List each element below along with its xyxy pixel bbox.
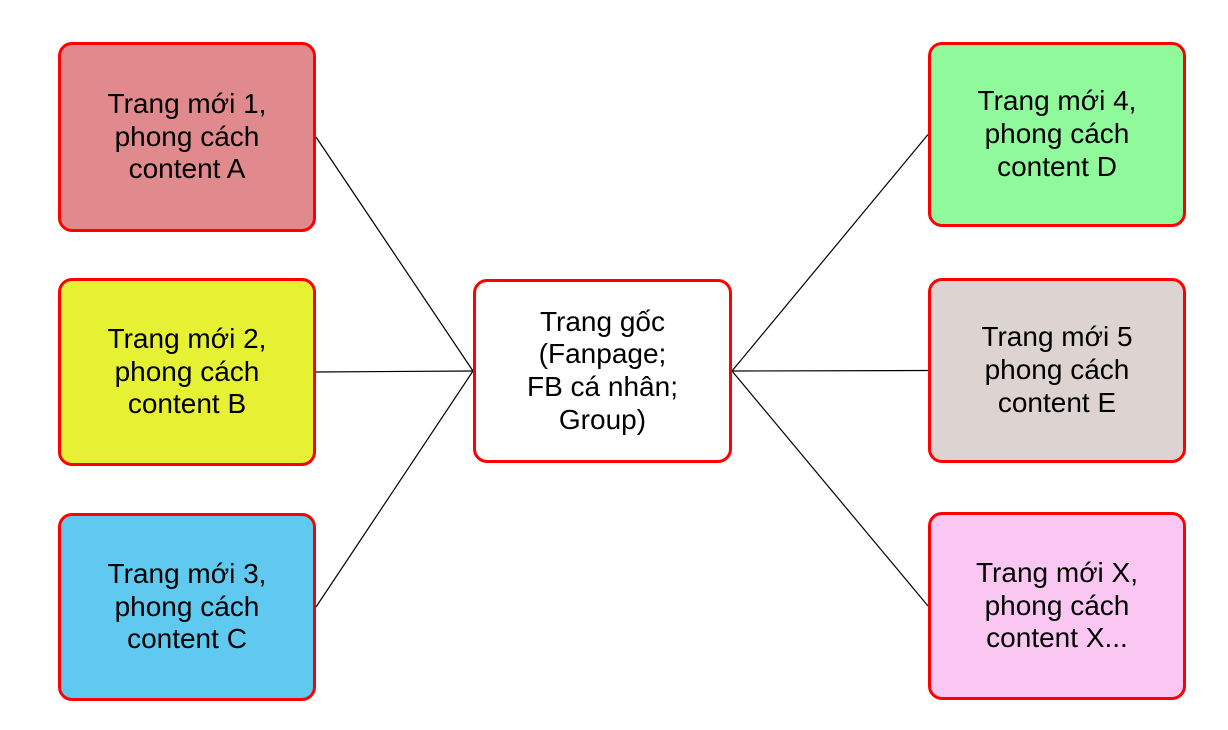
node-trang-moi-x: Trang mới X, phong cách content X... — [928, 512, 1186, 700]
node-trang-moi-5: Trang mới 5 phong cách content E — [928, 278, 1186, 463]
node-trang-moi-1: Trang mới 1, phong cách content A — [58, 42, 316, 232]
node-trang-moi-2: Trang mới 2, phong cách content B — [58, 278, 316, 466]
node-trang-moi-3: Trang mới 3, phong cách content C — [58, 513, 316, 701]
node-trang-goc: Trang gốc (Fanpage; FB cá nhân; Group) — [473, 279, 732, 463]
node-trang-moi-4: Trang mới 4, phong cách content D — [928, 42, 1186, 227]
